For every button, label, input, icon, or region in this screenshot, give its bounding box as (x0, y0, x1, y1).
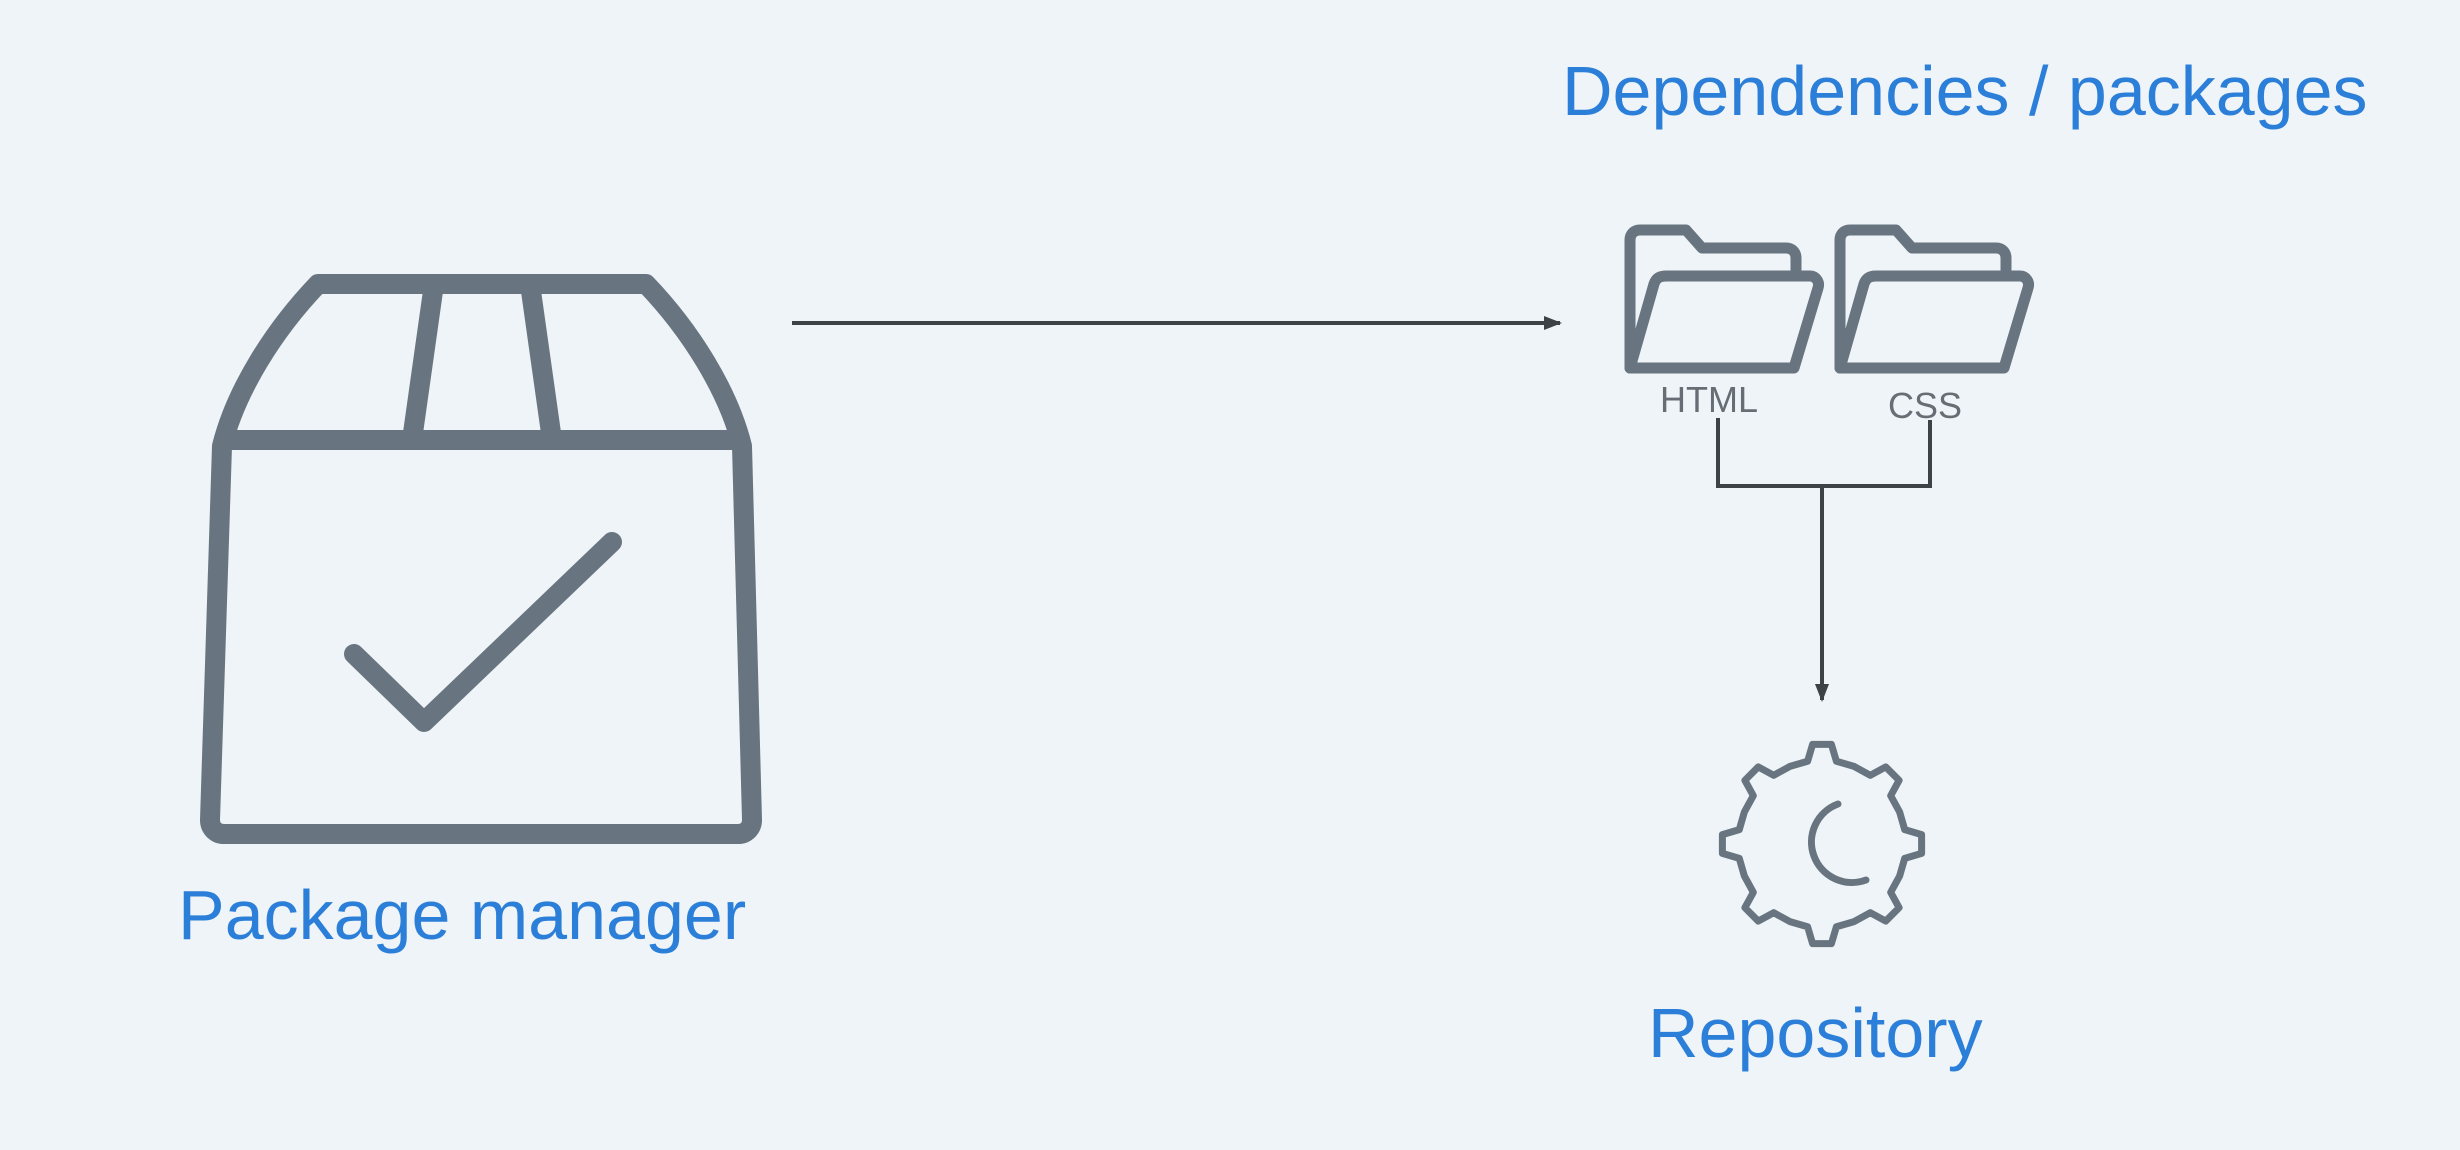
package-box-check-icon (200, 274, 762, 844)
repository-label: Repository (1648, 994, 1983, 1072)
package-manager-label: Package manager (178, 876, 747, 954)
dependencies-label: Dependencies / packages (1562, 52, 2368, 130)
folder-icon (1834, 224, 2034, 374)
gear-icon (1718, 740, 1926, 948)
css-folder-label: CSS (1888, 385, 1963, 426)
folder-icon (1624, 224, 1824, 374)
html-folder-label: HTML (1660, 379, 1758, 420)
connector-folders-to-repo (1716, 418, 1932, 702)
